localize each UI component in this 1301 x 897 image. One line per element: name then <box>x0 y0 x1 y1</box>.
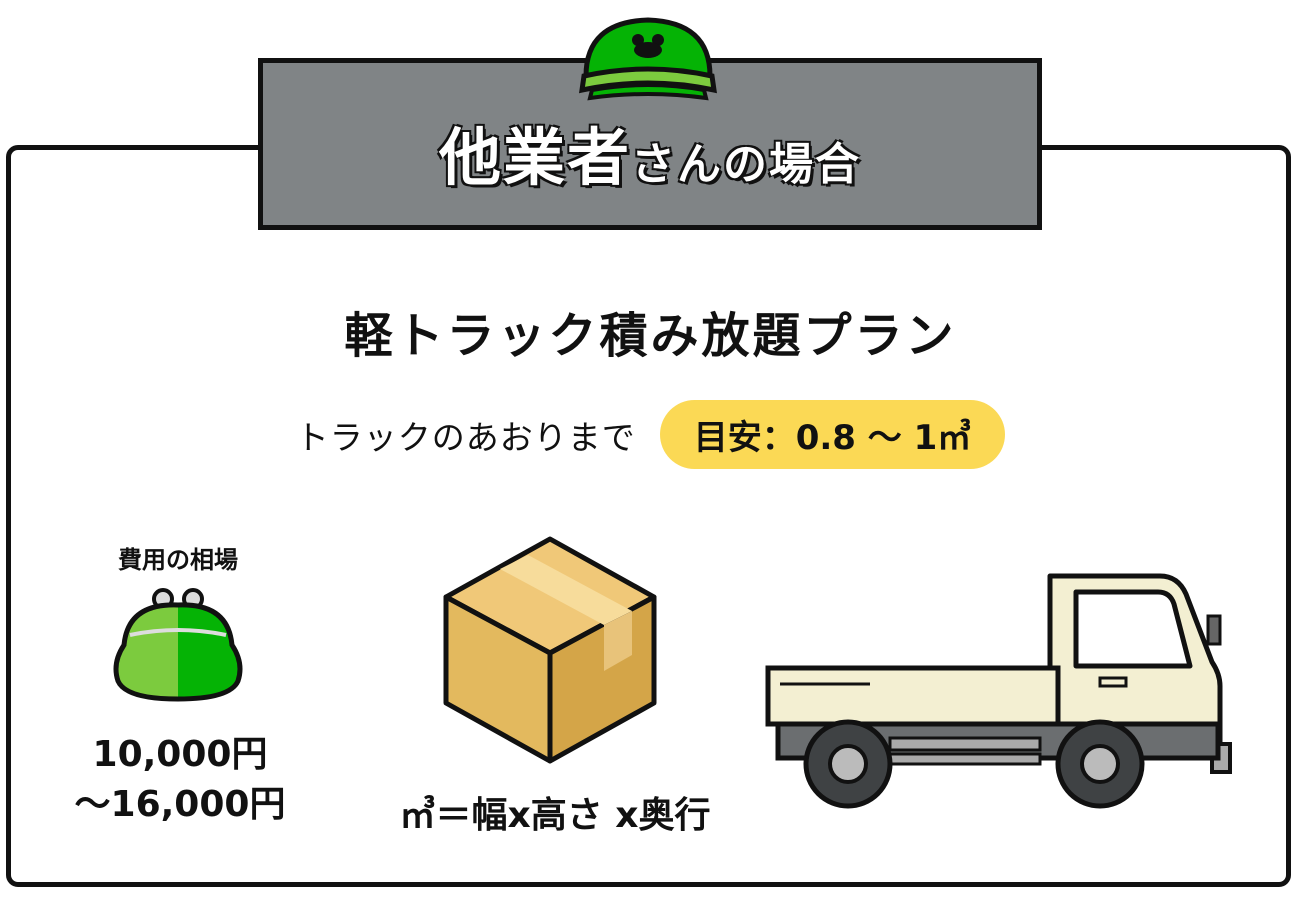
kei-truck-icon <box>760 570 1240 814</box>
volume-formula: ㎥＝幅x高さ x奥行 <box>399 795 711 836</box>
estimate-badge: 目安：0.8 ～ 1㎥ <box>659 400 1006 469</box>
banner-main-text: 他業者 <box>438 121 631 194</box>
banner-title: 他業者さんの場合 <box>439 107 861 197</box>
capacity-line: トラックのあおりまで 目安：0.8 ～ 1㎥ <box>0 400 1301 469</box>
banner-sub-text: さんの場合 <box>631 139 861 190</box>
capacity-text: トラックのあおりまで <box>295 417 636 457</box>
cost-min: 10,000円 <box>92 734 268 775</box>
cost-range: 10,000円 ～16,000円 <box>60 730 300 831</box>
cost-max: ～16,000円 <box>74 784 286 826</box>
cap-icon <box>578 14 718 108</box>
purse-icon <box>108 585 248 709</box>
cardboard-box-icon <box>440 535 660 769</box>
plan-title: 軽トラック積み放題プラン <box>344 308 957 364</box>
cost-label: 費用の相場 <box>118 546 238 574</box>
